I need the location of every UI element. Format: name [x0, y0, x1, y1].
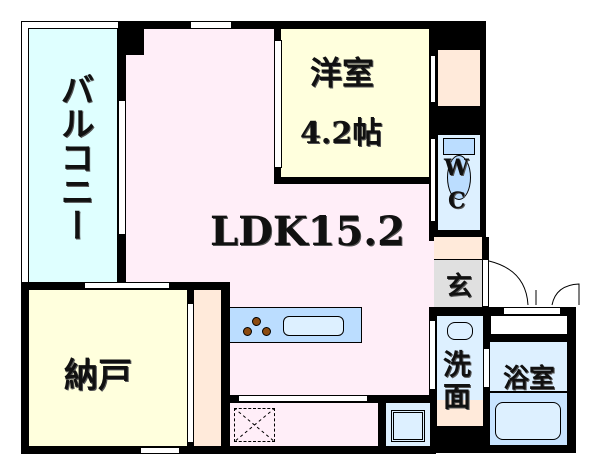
- wall-ldk-bottom: [226, 446, 436, 454]
- toilet-tank: [443, 138, 475, 155]
- wall-kitchen-divider: [378, 395, 386, 450]
- closet-top: [438, 50, 480, 106]
- bath-entry-ledge: [491, 316, 567, 334]
- western-room-floor: [281, 29, 429, 177]
- fridge-cross-icon: [234, 408, 275, 442]
- closet-door[interactable]: [430, 55, 436, 103]
- washroom-label-2: 面: [443, 380, 472, 413]
- western-room-label: 洋室: [310, 54, 375, 92]
- kitchen-sink: [283, 316, 344, 336]
- storage-label: 納戸: [64, 356, 132, 396]
- stove-burner-2: [243, 327, 252, 336]
- storage-door[interactable]: [187, 303, 194, 443]
- toilet-bowl: [447, 155, 471, 200]
- entrance: [434, 259, 482, 307]
- balcony: [28, 28, 118, 286]
- storage-room: [29, 290, 187, 446]
- bath-door[interactable]: [483, 348, 490, 388]
- washroom-lower: [437, 400, 483, 426]
- ldk-label: LDK15.2: [210, 208, 405, 255]
- wash-basin: [447, 322, 473, 340]
- wall-ldk-left: [118, 21, 126, 101]
- bath-entry-door[interactable]: [503, 307, 561, 315]
- window-storage-bottom[interactable]: [140, 447, 180, 454]
- bath-label: 浴室: [503, 364, 556, 394]
- balcony-label: バルコニー: [54, 72, 94, 242]
- entrance-door-swing-icon: [488, 260, 580, 306]
- washroom-label-1: 洗: [443, 348, 472, 381]
- window-top-ldk[interactable]: [190, 21, 232, 29]
- shoe-closet: [434, 237, 482, 259]
- washroom-door[interactable]: [429, 320, 436, 390]
- entrance-label: 玄: [446, 272, 473, 302]
- washing-machine: [391, 410, 425, 442]
- bath-room: [490, 342, 567, 392]
- storage-closet: [194, 290, 221, 446]
- window-storage-top[interactable]: [84, 282, 170, 289]
- wc-label-c: C: [448, 188, 466, 214]
- entrance-door[interactable]: [482, 259, 489, 307]
- wc-door[interactable]: [430, 138, 436, 222]
- western-room-size: 4.2帖: [300, 116, 383, 151]
- bath-tub: [495, 402, 561, 440]
- wall-ldk-left-lower: [118, 235, 126, 285]
- window-ldk-left[interactable]: [118, 100, 126, 235]
- stove-burner-3: [262, 327, 271, 336]
- wall-entrance-right: [482, 237, 489, 259]
- window-kitchen-strip[interactable]: [238, 395, 368, 402]
- stove-burner-1: [252, 317, 261, 326]
- wc-label-w: W: [444, 155, 469, 181]
- western-room-door[interactable]: [274, 40, 282, 168]
